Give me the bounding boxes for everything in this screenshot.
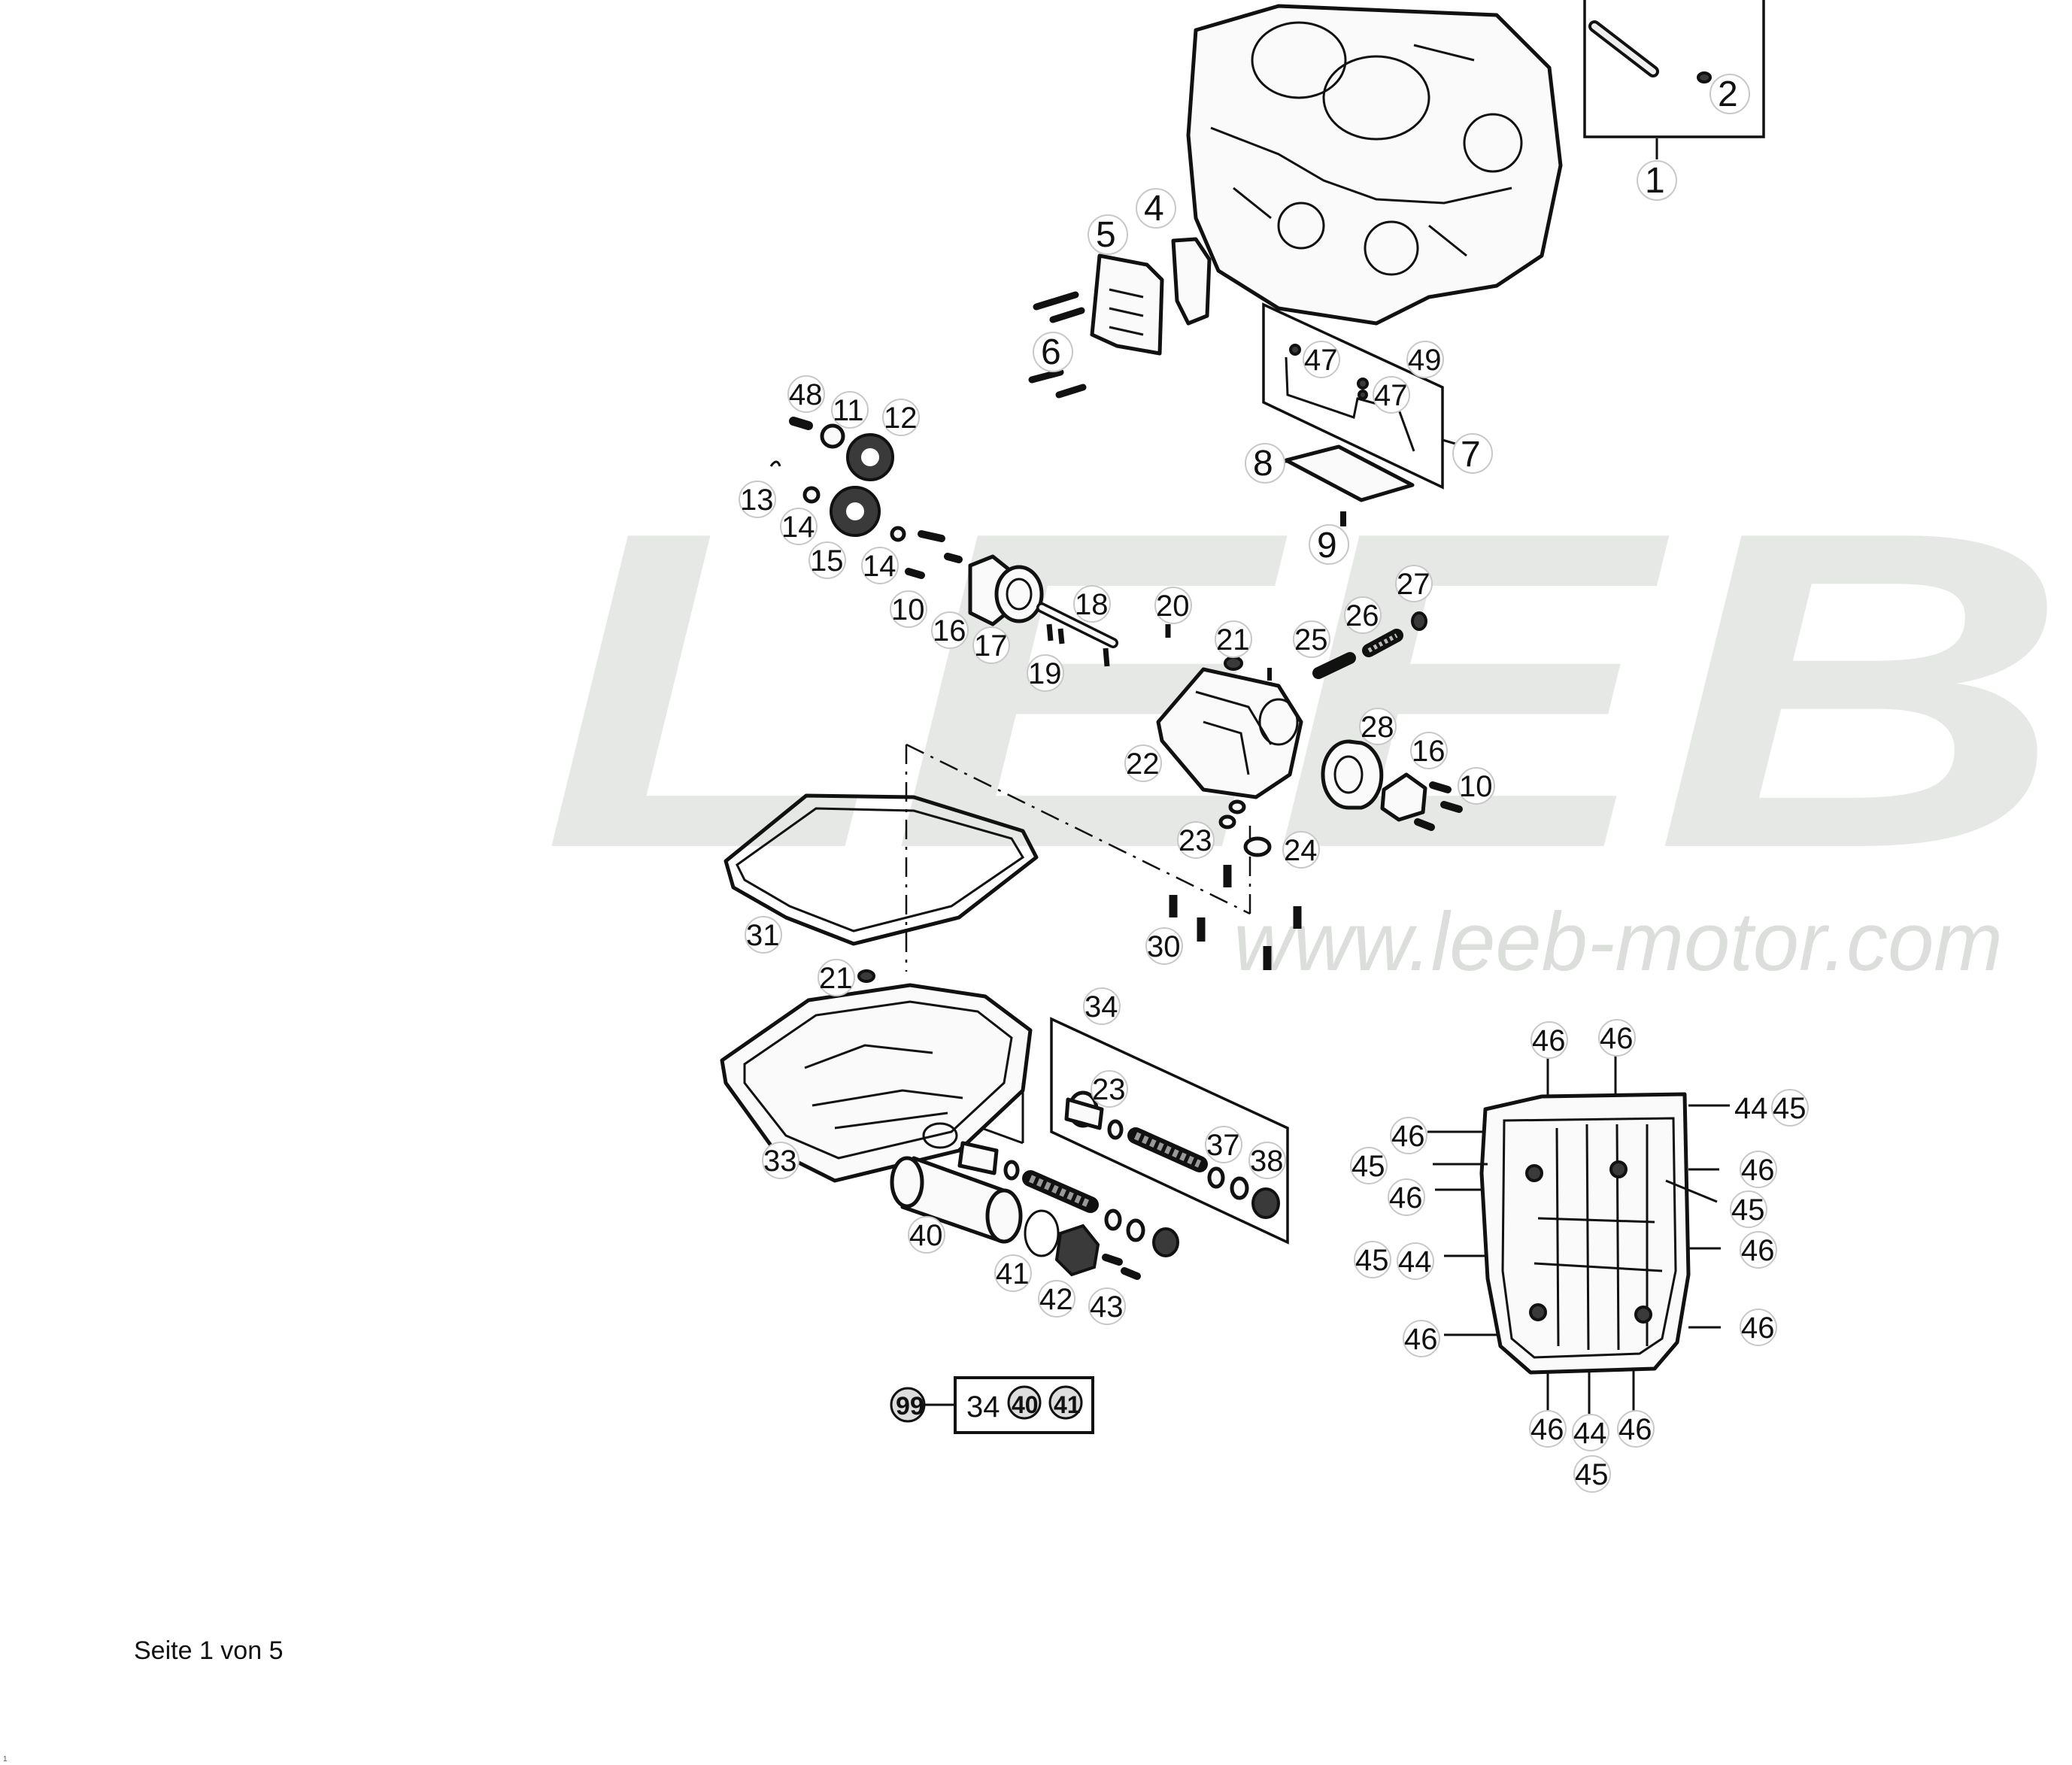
callout-45b: 45 — [1352, 1150, 1385, 1183]
callout-40: 40 — [909, 1219, 943, 1252]
callout-47b: 47 — [1374, 379, 1408, 412]
callout-28: 28 — [1361, 711, 1394, 744]
strainer-group — [890, 1156, 1141, 1280]
crankcase — [1186, 4, 1563, 326]
callout-41: 41 — [996, 1257, 1030, 1290]
callout-9: 9 — [1317, 526, 1337, 566]
corner-mark: 1 — [3, 1755, 8, 1763]
callout-21b: 21 — [819, 962, 853, 995]
bolt-kit-box — [1583, 0, 1765, 159]
side-cover-group — [1028, 237, 1212, 399]
callout-23b: 23 — [1092, 1073, 1126, 1106]
callout-2: 2 — [1718, 74, 1738, 114]
callout-20: 20 — [1156, 590, 1190, 623]
callout-19: 19 — [1028, 657, 1062, 690]
callout-30: 30 — [1147, 930, 1181, 963]
callout-46g: 46 — [1741, 1312, 1775, 1345]
callout-47a: 47 — [1304, 344, 1338, 377]
callout-46e: 46 — [1389, 1181, 1423, 1215]
oil-pump-body — [1156, 611, 1427, 799]
callout-37: 37 — [1206, 1129, 1240, 1162]
callout-16b: 16 — [1412, 735, 1446, 768]
callout-46a: 46 — [1532, 1024, 1566, 1057]
kit-number: 99 — [896, 1392, 924, 1421]
callout-45e: 45 — [1575, 1458, 1609, 1491]
oil-pan-bottom-view — [1427, 1054, 1730, 1414]
leeb-watermark: LEEB www.leeb-motor.com — [542, 438, 2068, 988]
callout-4: 4 — [1144, 189, 1164, 229]
oil-pipe-group — [1262, 302, 1456, 526]
callout-10b: 10 — [1459, 770, 1493, 803]
callout-44b: 44 — [1398, 1245, 1432, 1278]
callout-46j: 46 — [1618, 1413, 1652, 1446]
callout-46h: 46 — [1404, 1323, 1438, 1356]
callout-10a: 10 — [891, 593, 925, 626]
page-number-footer: Seite 1 von 5 — [134, 1636, 284, 1665]
callout-22: 22 — [1126, 748, 1160, 781]
callout-13: 13 — [740, 484, 774, 517]
callout-15: 15 — [810, 544, 844, 578]
callout-48: 48 — [789, 378, 823, 411]
pump-seals-bolts — [1169, 799, 1302, 970]
callout-38: 38 — [1250, 1145, 1284, 1178]
oil-pan-gasket — [724, 743, 1251, 972]
callout-21a: 21 — [1216, 623, 1250, 657]
callout-6: 6 — [1041, 332, 1061, 372]
callout-circles — [739, 74, 1809, 1493]
bolt-leader-lines — [1427, 1054, 1730, 1414]
callout-24: 24 — [1284, 834, 1318, 867]
pump-gear-group — [769, 417, 906, 542]
callout-16a: 16 — [933, 614, 966, 647]
callout-44c: 44 — [1573, 1417, 1607, 1450]
callout-33: 33 — [763, 1145, 797, 1178]
callout-46c: 46 — [1391, 1120, 1425, 1153]
callout-5: 5 — [1096, 215, 1116, 255]
callout-49: 49 — [1408, 344, 1442, 377]
callout-14a: 14 — [781, 511, 815, 544]
callout-45c: 45 — [1731, 1193, 1765, 1227]
callout-46i: 46 — [1530, 1413, 1564, 1446]
relief-valve-box — [957, 1017, 1289, 1257]
callout-46b: 46 — [1600, 1022, 1634, 1055]
callout-45a: 45 — [1773, 1092, 1807, 1125]
watermark-url: www.leeb-motor.com — [1233, 896, 2003, 988]
callout-44a: 44 — [1734, 1092, 1768, 1125]
callout-12: 12 — [884, 402, 918, 435]
kit-part-41: 41 — [1054, 1391, 1081, 1418]
callout-18: 18 — [1075, 588, 1109, 621]
callout-23a: 23 — [1179, 824, 1212, 857]
callout-25: 25 — [1294, 623, 1328, 657]
oil-filter-group — [1321, 739, 1463, 831]
repair-kit-legend: 99 34 40 41 — [890, 1376, 1094, 1434]
callout-45d: 45 — [1355, 1244, 1389, 1277]
callout-14b: 14 — [863, 550, 896, 583]
callout-46d: 46 — [1741, 1154, 1775, 1187]
callout-31: 31 — [746, 919, 780, 952]
callout-34: 34 — [1085, 990, 1118, 1024]
callout-26: 26 — [1345, 599, 1379, 632]
callout-27: 27 — [1397, 568, 1430, 601]
callout-17: 17 — [974, 629, 1008, 663]
kit-part-40: 40 — [1012, 1391, 1039, 1418]
kit-part-34: 34 — [966, 1390, 1000, 1424]
callout-42: 42 — [1039, 1283, 1073, 1316]
callout-8: 8 — [1253, 444, 1273, 484]
callout-11: 11 — [833, 394, 864, 427]
callout-43: 43 — [1090, 1290, 1124, 1324]
callout-7: 7 — [1461, 435, 1481, 475]
callout-1: 1 — [1645, 161, 1665, 201]
callout-46f: 46 — [1741, 1234, 1775, 1267]
oil-pump-rotor-group — [905, 530, 1118, 667]
callout-numbers: 1 2 4 5 6 7 8 9 49 47 47 48 11 12 13 14 … — [740, 74, 1807, 1491]
